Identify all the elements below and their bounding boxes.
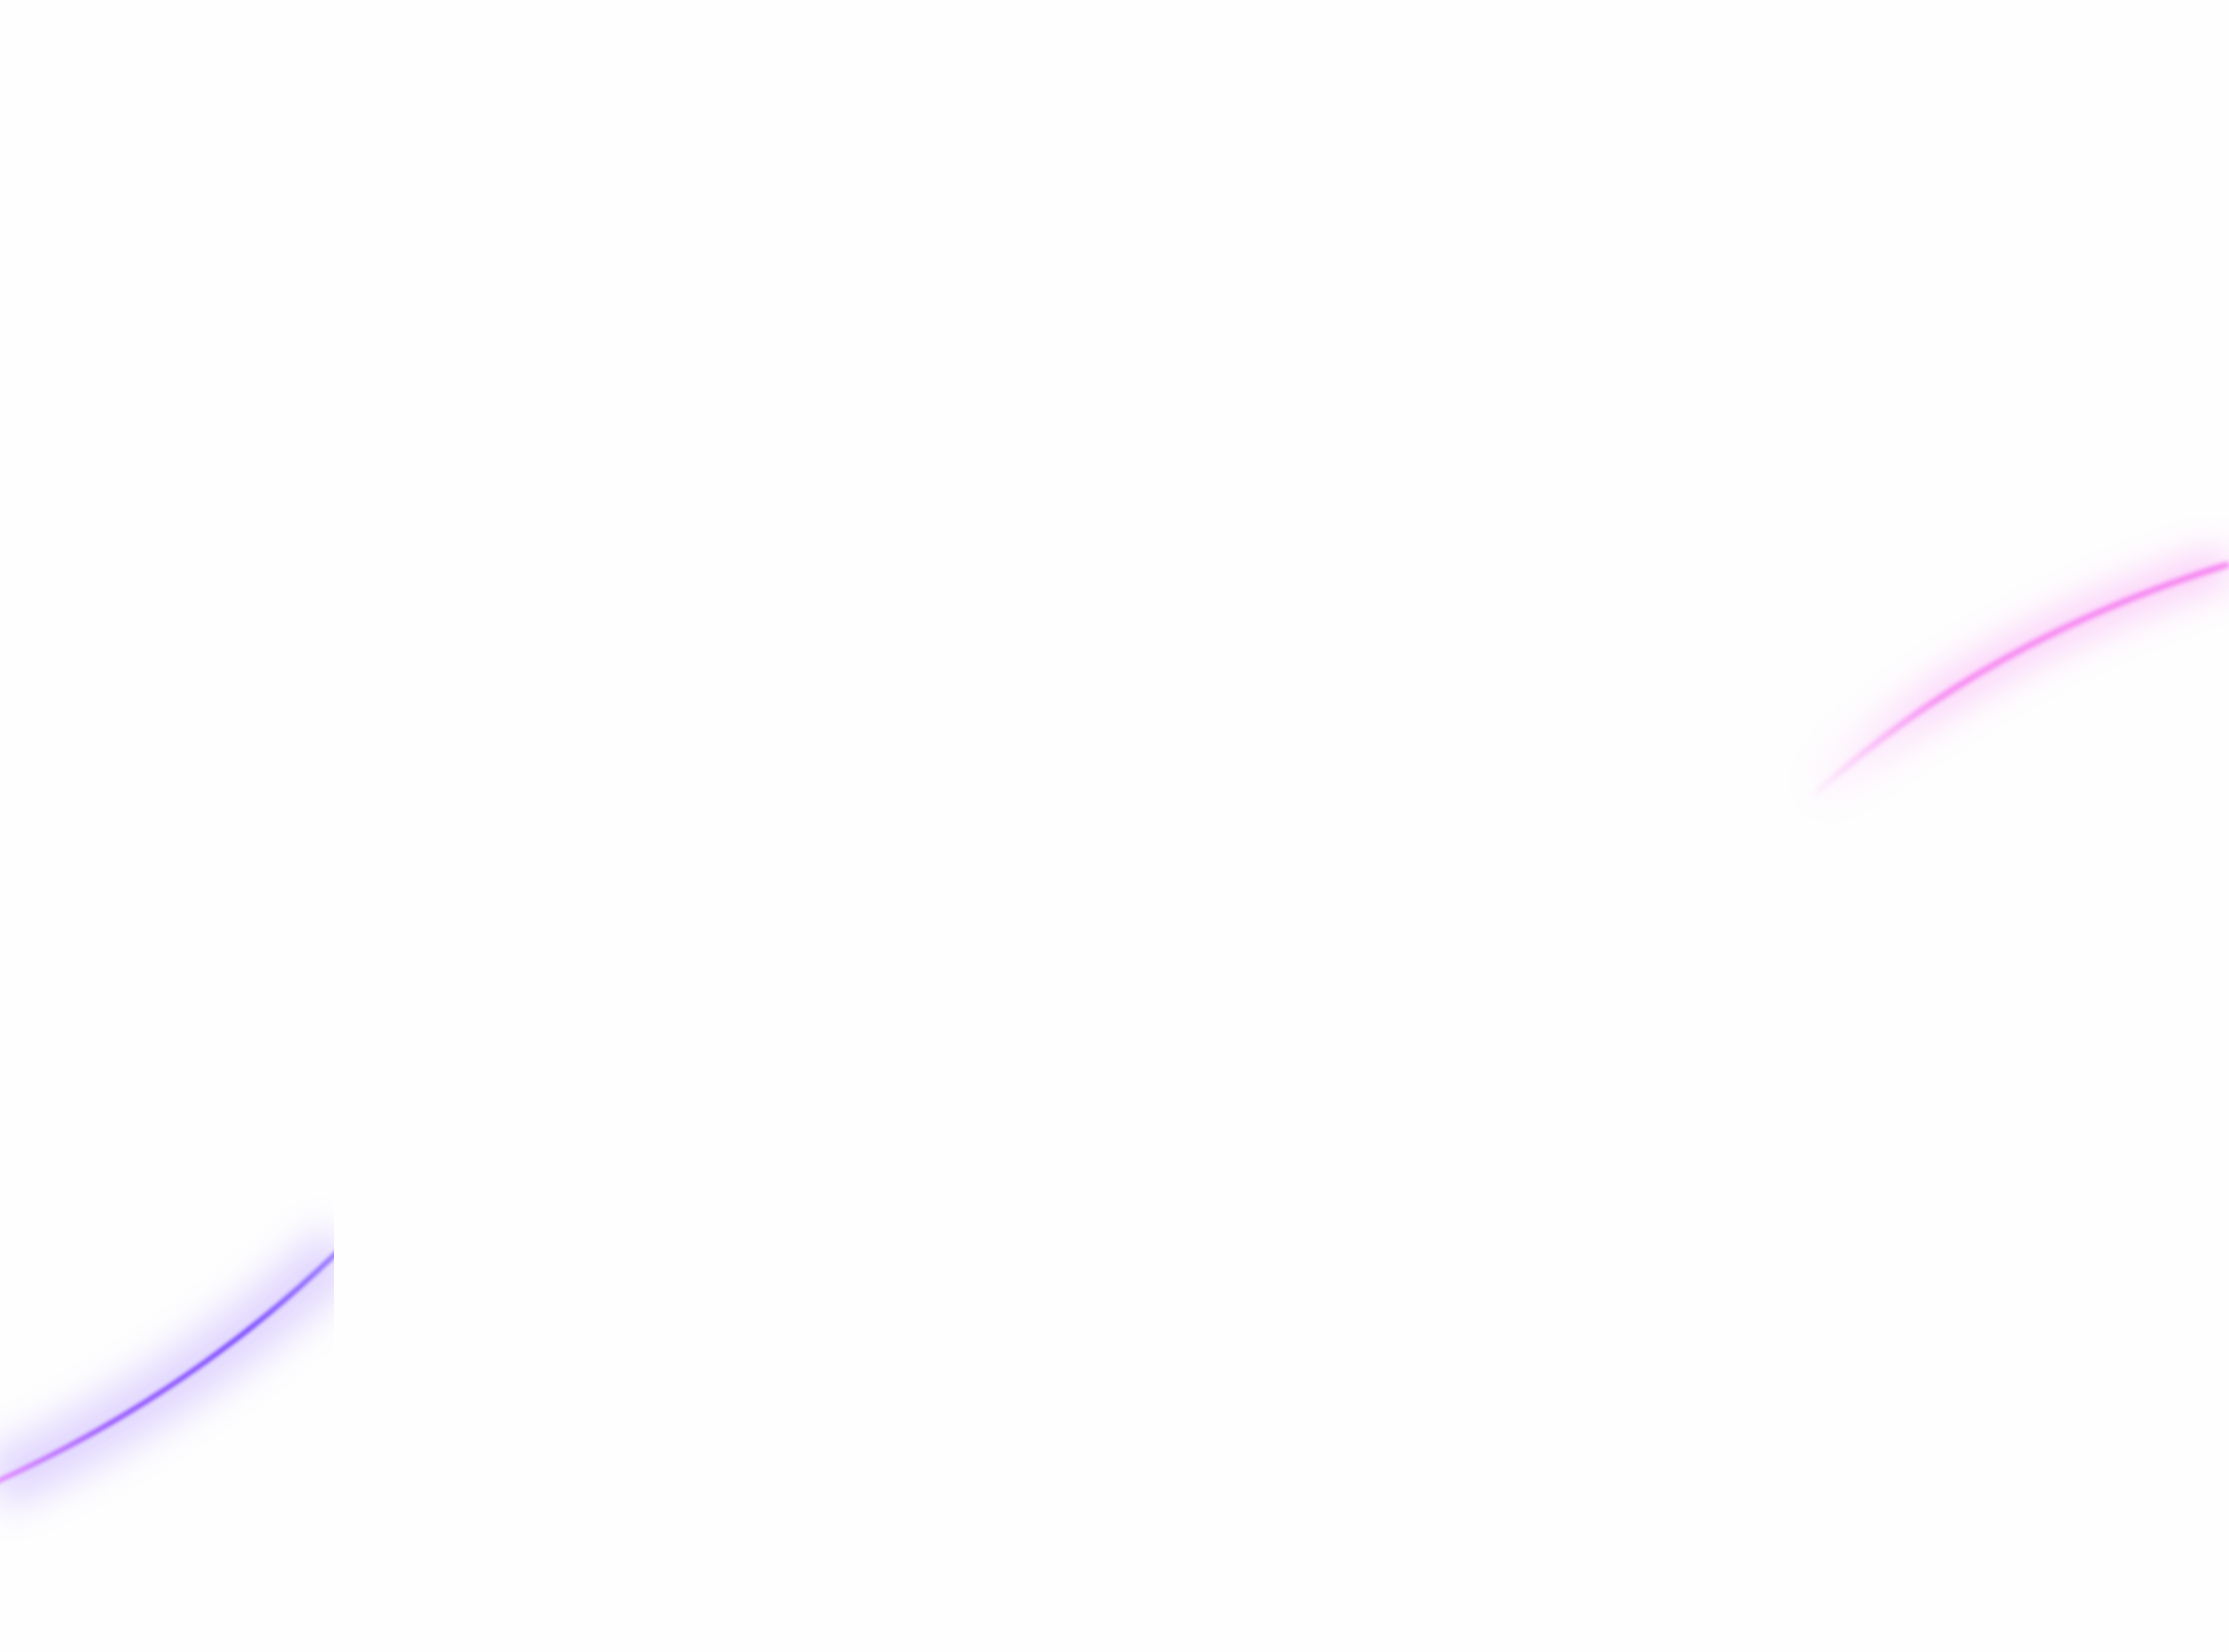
- left-panel: [0, 0, 334, 1652]
- violet-glow-arc: [0, 1226, 334, 1510]
- pink-glow-arc: [1799, 546, 2229, 811]
